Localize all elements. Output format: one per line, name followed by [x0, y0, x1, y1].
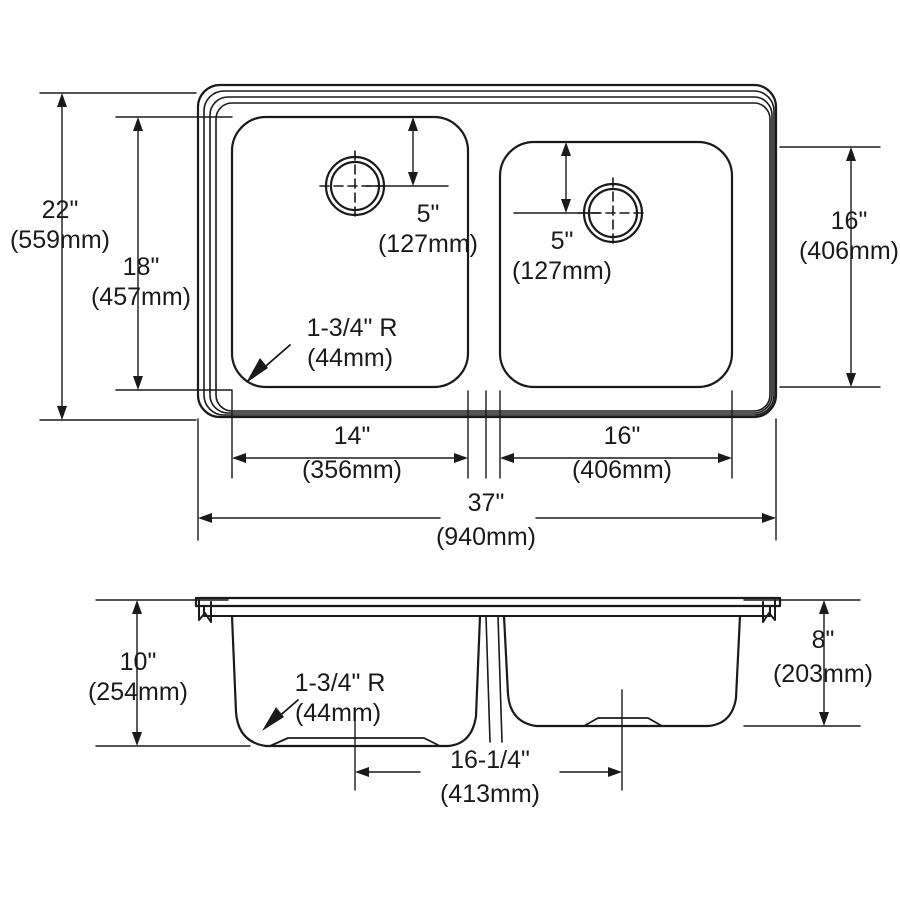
dim-right-bowl-width-metric: (406mm) [572, 456, 672, 484]
dim-right-drain-offset [513, 142, 601, 214]
leader-top-corner-radius [246, 344, 291, 383]
dim-left-bowl-height-metric: (254mm) [88, 678, 188, 706]
dim-bowl-depth [115, 116, 233, 391]
label-section-corner-radius-metric: (44mm) [295, 699, 381, 727]
dim-overall-width [198, 513, 776, 523]
left-bowl-drain-recess [269, 737, 441, 747]
right-drain-crosshair [577, 177, 649, 249]
dim-bowl-depth-imperial: 18" [123, 253, 160, 281]
dim-right-bowl-depth-imperial: 16" [831, 207, 868, 235]
dim-right-bowl-depth [779, 146, 881, 388]
dim-right-bowl-width-imperial: 16" [604, 422, 641, 450]
dim-left-bowl-width-metric: (356mm) [302, 456, 402, 484]
dim-right-drain-offset-metric: (127mm) [512, 257, 612, 285]
mounting-clip-right [762, 599, 776, 623]
dim-overall-width-imperial: 37" [468, 489, 505, 517]
dim-overall-depth-metric: (559mm) [10, 226, 110, 254]
dim-left-bowl-height [95, 599, 251, 747]
label-top-corner-radius-imperial: 1-3/4" R [307, 314, 398, 342]
dim-left-drain-offset [365, 117, 449, 187]
dim-left-bowl-height-imperial: 10" [120, 648, 157, 676]
dim-left-drain-offset-imperial: 5" [417, 200, 440, 228]
label-section-corner-radius-imperial: 1-3/4" R [295, 669, 386, 697]
dim-right-drain-offset-imperial: 5" [551, 227, 574, 255]
dim-right-bowl-height-metric: (203mm) [773, 660, 873, 688]
dim-right-bowl-height [743, 599, 861, 727]
section-rim-deck [194, 596, 782, 617]
dim-overall-width-metric: (940mm) [436, 523, 536, 551]
dim-right-bowl-height-imperial: 8" [812, 626, 835, 654]
left-bowl-top [230, 115, 470, 389]
dim-extension-lines-width [197, 390, 777, 541]
dim-left-drain-offset-metric: (127mm) [378, 230, 478, 258]
leader-section-corner-radius [262, 699, 299, 731]
dim-overall-depth-imperial: 22" [42, 196, 79, 224]
right-bowl-drain-recess [583, 717, 663, 727]
dim-right-bowl-depth-metric: (406mm) [799, 237, 899, 265]
dim-left-bowl-width [232, 453, 468, 463]
dim-bowl-depth-metric: (457mm) [91, 283, 191, 311]
dim-drain-spacing [354, 689, 623, 791]
label-top-corner-radius-metric: (44mm) [307, 344, 393, 372]
right-bowl-top [498, 140, 734, 389]
dim-drain-spacing-imperial: 16-1/4" [450, 746, 530, 774]
dim-left-bowl-width-imperial: 14" [334, 422, 371, 450]
left-bowl-section [230, 614, 482, 748]
sink-rim-outlines [196, 83, 778, 419]
dim-overall-depth [39, 92, 197, 421]
dim-right-bowl-width [500, 453, 732, 463]
dim-drain-spacing-metric: (413mm) [440, 780, 540, 808]
mounting-clip-left [198, 599, 212, 623]
section-divider-lines [485, 615, 503, 743]
